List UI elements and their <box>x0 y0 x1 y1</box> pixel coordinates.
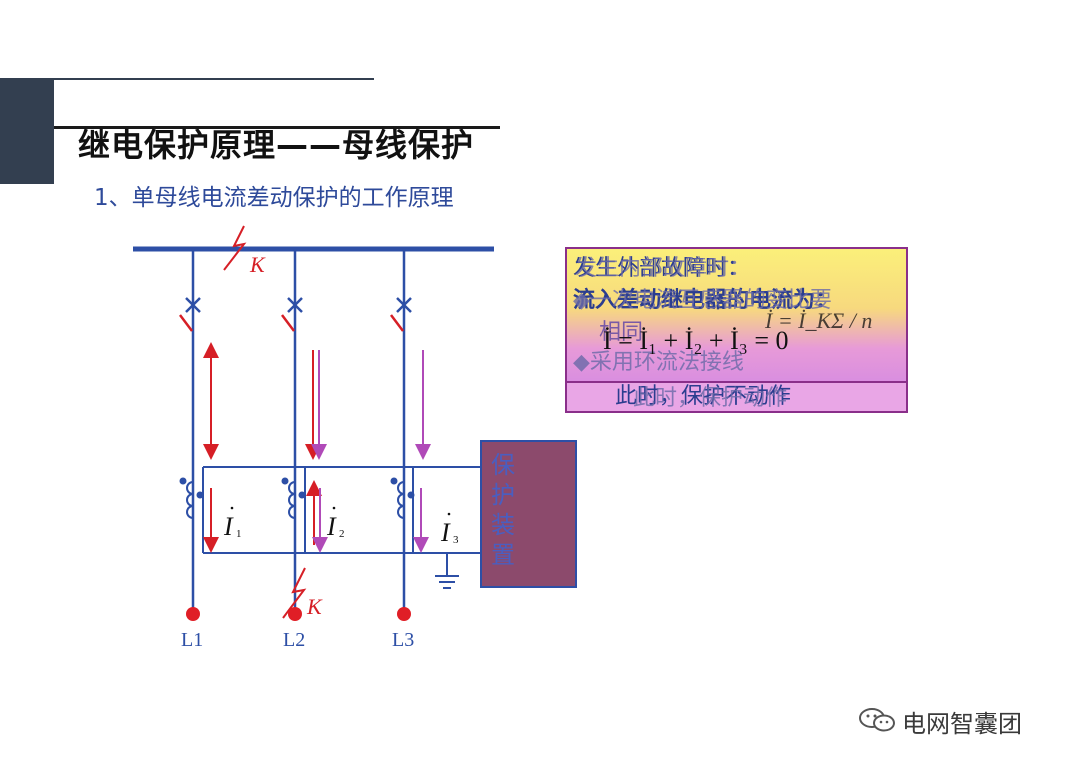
slide-subtitle: 1、单母线电流差动保护的工作原理 <box>94 185 454 211</box>
fault-bottom <box>282 567 307 619</box>
breaker-l2 <box>281 297 303 332</box>
terminal-l3 <box>397 607 411 621</box>
fault-label-top: K <box>249 252 266 277</box>
terminal-l2 <box>288 607 302 621</box>
wechat-icon <box>859 708 895 732</box>
line-label-l3: L3 <box>392 629 414 651</box>
current-sub-2: 2 <box>339 528 345 540</box>
line-label-l2: L2 <box>283 629 305 651</box>
protection-device <box>480 440 577 588</box>
current-label-1: I <box>223 512 234 541</box>
breaker-l1 <box>179 297 201 332</box>
current-label-3: I <box>440 518 451 547</box>
info-panel-footer <box>565 381 908 413</box>
terminal-l1 <box>186 607 200 621</box>
current-sub-1: 1 <box>236 528 242 540</box>
ground-symbol <box>435 553 459 589</box>
watermark-text: 电网智囊团 <box>902 710 1022 738</box>
fault-label-bottom: K <box>306 594 323 619</box>
fault-top <box>223 225 247 271</box>
current-sub-3: 3 <box>453 534 459 546</box>
ct-coil-l2 <box>281 477 306 519</box>
slide-top-rule <box>54 78 374 80</box>
ct-coil-l3 <box>390 477 415 519</box>
breaker-l3 <box>390 297 412 332</box>
slide-accent-block <box>0 78 54 184</box>
current-label-2: I <box>326 512 337 541</box>
info-panel <box>565 247 908 383</box>
line-label-l1: L1 <box>181 629 203 651</box>
protection-device-label: 保 护 装 置 <box>491 451 515 569</box>
ct-coil-l1 <box>179 477 204 519</box>
title-underline <box>54 126 500 129</box>
slide-title: 继电保护原理——母线保护 <box>78 126 475 164</box>
